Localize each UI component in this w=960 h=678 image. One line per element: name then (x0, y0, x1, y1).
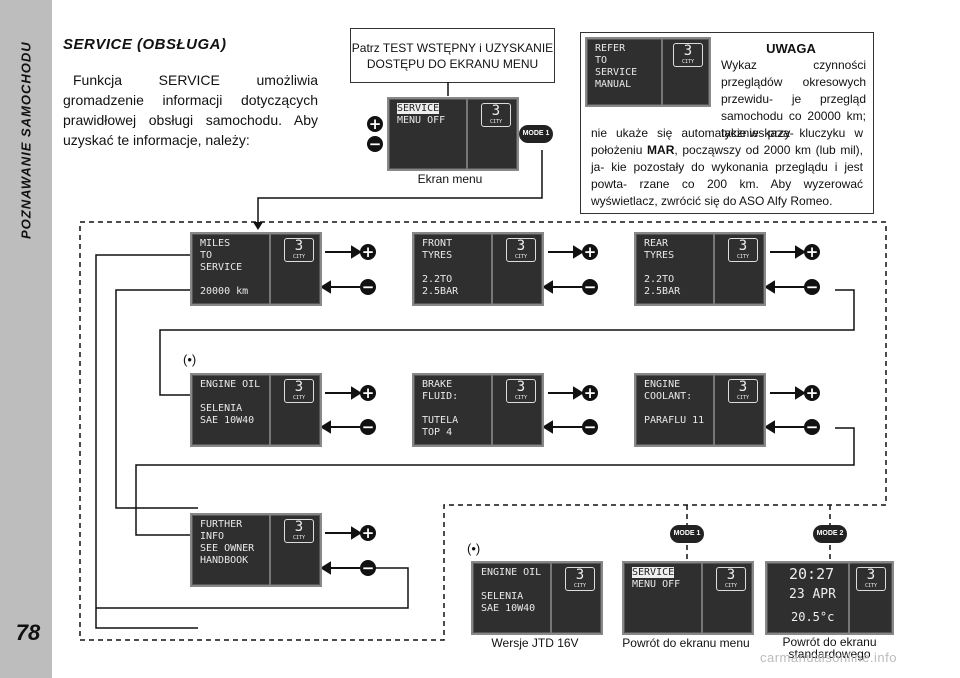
page-heading: SERVICE (OBSŁUGA) (63, 36, 227, 53)
minus-button[interactable]: − (360, 418, 376, 436)
jtd-caption: Wersje JTD 16V (491, 636, 579, 650)
screen-text: ENGINE OIL SELENIA SAE 10W40 (481, 567, 542, 614)
sidebar (0, 0, 52, 678)
note-title: UWAGA (766, 41, 816, 56)
page-number: 78 (15, 620, 41, 645)
minus-button[interactable]: − (367, 135, 383, 153)
screen-text: BRAKE FLUID: TUTELA TOP 4 (422, 379, 459, 438)
intro-text: Funkcja SERVICE umożliwia gromadzenie in… (63, 72, 318, 148)
note-bold-mar: MAR (647, 143, 675, 157)
mode1-button[interactable]: MODE 1 (670, 525, 704, 543)
minus-button[interactable]: − (360, 278, 376, 296)
outside-temp: 20.5°c (791, 610, 835, 624)
screen-text: FURTHER INFO SEE OWNER HANDBOOK (200, 519, 255, 566)
menu-off-item: MENU OFF (397, 115, 446, 126)
plus-button[interactable]: + (367, 115, 383, 133)
note-text-b: nie ukaże się automatycznie przy kluczyk… (591, 125, 863, 210)
return-menu-caption: Powrót do ekranu menu (622, 636, 750, 650)
menu-off-item: MENU OFF (632, 579, 681, 590)
footnote-marker: (•) (467, 541, 481, 556)
footnote-marker: (•) (183, 352, 197, 367)
note-text-b-post: , począwszy od 2000 km (lub mil), ja- ki… (591, 143, 863, 208)
note-text-a: Wykaz czynności przeglądów okresowych pr… (721, 58, 866, 140)
screen-text: FRONT TYRES 2.2TO 2.5BAR (422, 238, 459, 297)
clock-date: 23 APR (789, 587, 836, 602)
callout-text: Patrz TEST WSTĘPNY i UZYSKANIE DOSTĘPU D… (351, 40, 554, 71)
screen-text: ENGINE COOLANT: PARAFLU 11 (644, 379, 705, 426)
minus-button[interactable]: − (582, 278, 598, 296)
minus-button[interactable]: − (360, 559, 376, 577)
minus-button[interactable]: − (804, 418, 820, 436)
mode1-button[interactable]: MODE 1 (519, 125, 553, 143)
screen-text: ENGINE OIL SELENIA SAE 10W40 (200, 379, 261, 426)
note-box: UWAGA Wykaz czynności przeglądów okresow… (580, 32, 874, 214)
minus-button[interactable]: − (804, 278, 820, 296)
note-text-b-pre: nie ukaże się automatycznie przy kluczyk… (591, 126, 863, 157)
callout-box: Patrz TEST WSTĘPNY i UZYSKANIE DOSTĘPU D… (350, 28, 555, 83)
plus-button[interactable]: + (360, 524, 376, 542)
menu-service-item: SERVICE (397, 103, 440, 114)
plus-button[interactable]: + (804, 243, 820, 261)
standard-caption: Powrót do ekranu standardowego (782, 635, 877, 661)
menu-service-item: SERVICE (632, 567, 675, 578)
refer-screen-text: REFER TO SERVICE MANUAL (595, 43, 638, 90)
menu-screen-caption: Ekran menu (417, 172, 483, 186)
minus-button[interactable]: − (582, 418, 598, 436)
screen-text: MILES TO SERVICE 20000 km (200, 238, 249, 297)
plus-button[interactable]: + (582, 384, 598, 402)
watermark: carmanualsonline.info (760, 650, 897, 665)
clock-time: 20:27 (789, 565, 835, 583)
mode2-button[interactable]: MODE 2 (813, 525, 847, 543)
plus-button[interactable]: + (360, 243, 376, 261)
screen-text: REAR TYRES 2.2TO 2.5BAR (644, 238, 681, 297)
plus-button[interactable]: + (582, 243, 598, 261)
plus-button[interactable]: + (360, 384, 376, 402)
plus-button[interactable]: + (804, 384, 820, 402)
